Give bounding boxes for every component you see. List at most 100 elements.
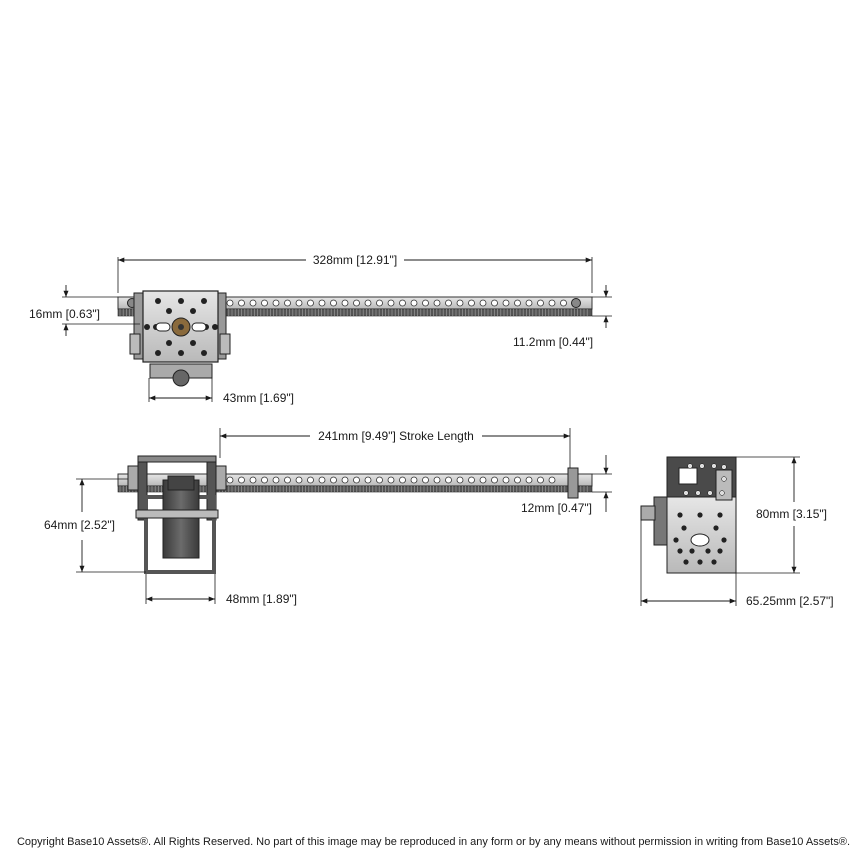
side-left-fastener <box>127 465 139 491</box>
side-end-stop <box>567 467 579 499</box>
rack-hole <box>284 299 291 307</box>
plate-hole <box>178 350 184 356</box>
rack-hole <box>284 476 291 484</box>
rack-hole <box>295 476 303 484</box>
rack-hole <box>226 476 234 484</box>
rack-hole <box>422 476 429 484</box>
side-rack-holes <box>226 476 556 484</box>
end-side-flange <box>653 496 668 546</box>
side-right-fastener <box>215 465 227 491</box>
end-hole <box>717 512 723 518</box>
rack-hole <box>560 299 567 307</box>
end-height-label: 80mm [3.15"] <box>756 507 827 521</box>
rack-hole <box>238 299 245 307</box>
top-rack-holes <box>226 299 567 307</box>
side-pinion-gear <box>167 475 195 491</box>
end-center-slot <box>690 533 710 547</box>
end-hole <box>697 512 703 518</box>
end-hole <box>719 490 725 496</box>
side-stroke-label: 241mm [9.49"] Stroke Length <box>318 429 474 443</box>
plate-hole <box>212 324 218 330</box>
rack-hole <box>353 476 360 484</box>
rack-hole <box>491 476 498 484</box>
end-hole <box>717 548 723 554</box>
top-rack-thickness-label: 11.2mm [0.44"] <box>513 335 593 349</box>
plate-hole <box>178 298 184 304</box>
rack-hole <box>468 476 475 484</box>
end-hole <box>713 525 719 531</box>
rack-hole <box>318 299 326 307</box>
rack-hole <box>261 476 268 484</box>
plate-hole <box>201 350 207 356</box>
side-view: 241mm [9.49"] Stroke Length 64mm [2.52"]… <box>44 428 612 606</box>
rack-hole <box>330 476 337 484</box>
rack-hole <box>548 476 556 484</box>
rack-hole <box>249 476 257 484</box>
rack-hole <box>272 476 280 484</box>
top-pinion-bore <box>178 324 184 330</box>
rack-hole <box>548 299 556 307</box>
side-carriage-top-bar <box>137 455 217 463</box>
rack-hole <box>353 299 360 307</box>
rack-hole <box>422 299 429 307</box>
end-hole <box>687 463 693 469</box>
rack-hole <box>387 299 395 307</box>
end-hole <box>681 525 687 531</box>
top-rack-height-label: 16mm [0.63"] <box>29 307 100 321</box>
end-hole <box>697 559 703 565</box>
end-hole <box>677 512 683 518</box>
rack-hole <box>433 476 441 484</box>
side-rack-height-label: 12mm [0.47"] <box>521 501 592 515</box>
rack-hole <box>341 476 349 484</box>
rack-hole <box>537 476 544 484</box>
end-hole <box>721 464 727 470</box>
end-hole <box>707 490 713 496</box>
side-clamp-bar <box>135 509 219 519</box>
end-hole <box>695 490 701 496</box>
end-square-cutout <box>678 467 698 485</box>
plate-hole <box>144 324 150 330</box>
side-height-label: 64mm [2.52"] <box>44 518 115 532</box>
rack-hole <box>502 299 510 307</box>
rack-hole <box>341 299 349 307</box>
end-hole <box>721 476 727 482</box>
rack-hole <box>307 476 314 484</box>
rack-hole <box>364 476 372 484</box>
end-side-clamp <box>640 505 656 521</box>
plate-hole <box>155 350 161 356</box>
side-motor-body <box>162 479 200 559</box>
end-width-label: 65.25mm [2.57"] <box>746 594 834 608</box>
rack-hole <box>433 299 441 307</box>
top-bracket-foot-left <box>129 333 141 355</box>
rack-hole <box>399 476 406 484</box>
rack-hole <box>272 299 280 307</box>
rack-hole <box>479 476 487 484</box>
plate-hole <box>190 308 196 314</box>
plate-hole <box>166 308 172 314</box>
end-hole <box>705 548 711 554</box>
rack-hole <box>261 299 268 307</box>
copyright-notice: Copyright Base10 Assets®. All Rights Res… <box>16 836 851 848</box>
rack-hole <box>456 476 464 484</box>
top-view: 328mm [12.91"] 16mm [0.63"] 11.2mm [0.44… <box>29 253 612 405</box>
end-hole <box>721 537 727 543</box>
end-hole <box>673 537 679 543</box>
top-plate-holes <box>144 298 218 356</box>
plate-hole <box>166 340 172 346</box>
rack-hole <box>525 476 533 484</box>
rack-hole <box>330 299 337 307</box>
rack-hole <box>456 299 464 307</box>
end-hole <box>683 490 689 496</box>
rack-hole <box>514 476 521 484</box>
rack-hole <box>387 476 395 484</box>
rack-hole <box>537 299 544 307</box>
rack-hole <box>318 476 326 484</box>
top-rack-teeth <box>117 308 593 317</box>
end-hole <box>677 548 683 554</box>
rack-hole <box>479 299 487 307</box>
end-hole <box>711 463 717 469</box>
top-overall-dim-label: 328mm [12.91"] <box>313 253 397 267</box>
plate-slot <box>191 322 207 332</box>
rack-hole <box>491 299 498 307</box>
